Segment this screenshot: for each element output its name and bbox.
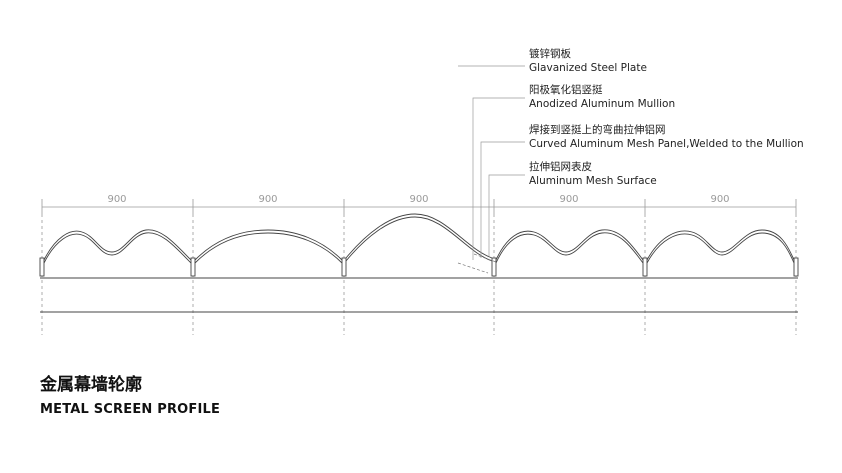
mesh-profiles [43,213,795,264]
dimension-label-5: 900 [710,194,729,205]
dimension-label-2: 900 [258,194,277,205]
leader-lines [458,65,525,260]
callout-1-cn: 镀锌钢板 [529,47,571,60]
grid-lines [41,214,797,335]
section-detail [457,253,497,274]
dimension-label-3: 900 [409,194,428,205]
title-chinese: 金属幕墙轮廓 [40,375,142,395]
dimension-label-1: 900 [107,194,126,205]
mullions [39,257,799,277]
title-english: METAL SCREEN PROFILE [40,402,221,417]
dimension-labels: 900 900 900 900 900 [107,194,729,205]
callout-3-cn: 焊接到竖挺上的弯曲拉伸铝网 [529,123,666,136]
callout-4-cn: 拉伸铝网表皮 [529,160,592,173]
callout-2-en: Anodized Aluminum Mullion [529,98,675,110]
callout-3-en: Curved Aluminum Mesh Panel,Welded to the… [529,138,804,150]
callout-4-en: Aluminum Mesh Surface [529,175,657,187]
dimension-line [41,199,797,214]
callouts: 镀锌钢板 Glavanized Steel Plate 阳极氧化铝竖挺 Anod… [529,47,804,187]
dimension-label-4: 900 [559,194,578,205]
callout-2-cn: 阳极氧化铝竖挺 [529,83,603,96]
steel-plate [40,277,798,313]
callout-1-en: Glavanized Steel Plate [529,62,647,74]
